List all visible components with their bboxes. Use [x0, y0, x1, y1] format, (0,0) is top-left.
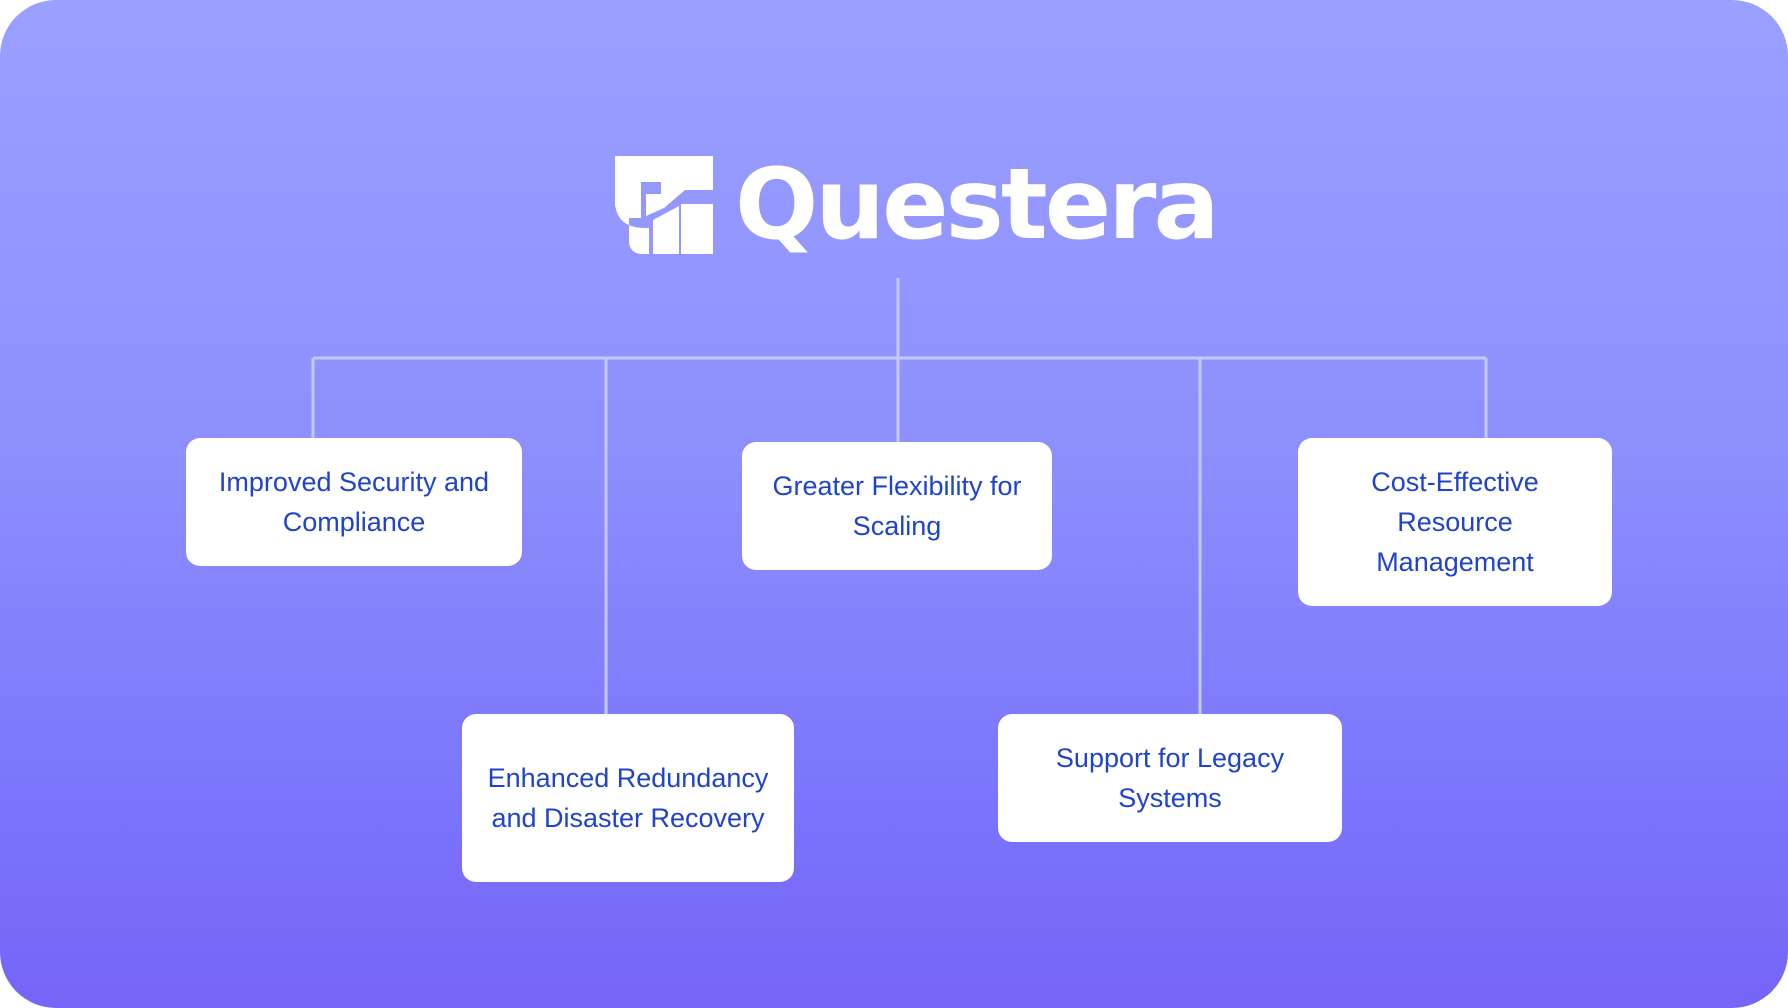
node-label: Support for Legacy Systems: [1055, 743, 1285, 813]
node-security: Improved Security and Compliance: [186, 438, 522, 566]
node-redundancy: Enhanced Redundancy and Disaster Recover…: [462, 714, 794, 882]
node-legacy: Support for Legacy Systems: [998, 714, 1342, 842]
node-label: Improved Security and Compliance: [218, 467, 490, 537]
questera-logo: Questera: [615, 148, 1220, 262]
node-label: Enhanced Redundancy and Disaster Recover…: [487, 763, 769, 833]
node-cost: Cost-Effective Resource Management: [1298, 438, 1612, 606]
questera-logo-mark-icon: [615, 156, 713, 254]
node-label: Cost-Effective Resource Management: [1371, 467, 1539, 577]
brand-name: Questera: [735, 148, 1220, 262]
node-label: Greater Flexibility for Scaling: [772, 471, 1022, 541]
node-flexibility: Greater Flexibility for Scaling: [742, 442, 1052, 570]
